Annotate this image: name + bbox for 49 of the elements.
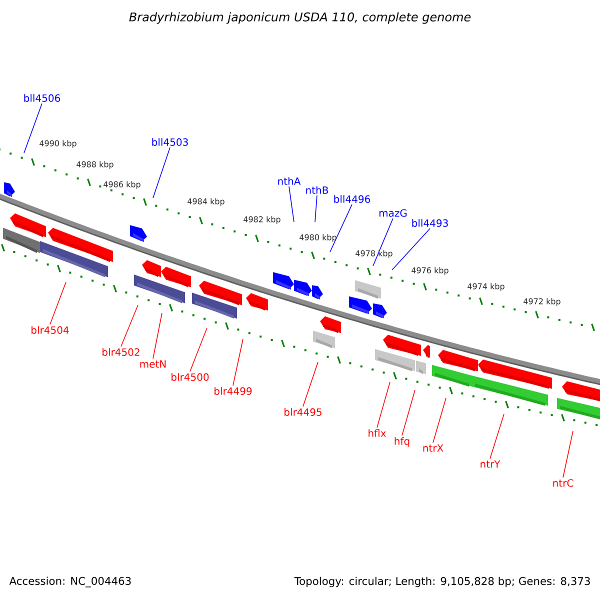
gene-label: mazG — [379, 209, 407, 217]
gene-label: hfq — [394, 437, 410, 447]
leader-line — [376, 382, 390, 428]
accession-text: Accession: NC_004463 — [9, 576, 131, 588]
gene-label: ntrC — [553, 479, 574, 487]
gene-label: blr4500 — [172, 373, 209, 381]
leader-line — [402, 390, 416, 436]
scale-label: 4978 kbp — [356, 250, 392, 258]
gene-label: blr4499 — [214, 387, 252, 395]
leader-line — [24, 103, 42, 154]
leader-line — [152, 147, 170, 198]
leader-line — [562, 430, 574, 478]
gene-label: nthA — [278, 177, 301, 185]
leader-line — [330, 204, 352, 252]
gene-label: blr4504 — [32, 326, 69, 334]
scale-label: 4972 kbp — [524, 298, 560, 306]
leader-line — [314, 195, 318, 222]
scale-label: 4986 kbp — [104, 181, 140, 189]
leader-line — [490, 414, 504, 460]
scale-label: 4976 kbp — [412, 267, 448, 275]
gene-label: blr4502 — [102, 348, 140, 356]
scale-label: 4990 kbp — [40, 140, 76, 148]
gene-label: ntrX — [423, 444, 444, 452]
gene-label: blr4495 — [284, 408, 322, 416]
scale-label: 4984 kbp — [188, 198, 224, 206]
leader-line — [120, 304, 138, 347]
gene-label: bll4496 — [334, 195, 370, 203]
leader-line — [302, 362, 318, 407]
leader-line — [232, 338, 244, 386]
gene-label: nthB — [306, 186, 328, 194]
scale-label: 4980 kbp — [300, 234, 336, 242]
leader-line — [152, 312, 162, 360]
leader-line — [50, 282, 66, 325]
leader-line — [288, 186, 294, 222]
gene-label: bll4506 — [24, 94, 60, 102]
leader-line — [392, 228, 430, 270]
scale-label: 4988 kbp — [76, 161, 114, 169]
gene-label: hflx — [368, 429, 386, 437]
gene-label: bll4493 — [412, 219, 448, 227]
leader-line — [372, 218, 394, 266]
gene-label: bll4503 — [152, 138, 188, 146]
gene-label: ntrY — [480, 460, 500, 468]
gene-label: metN — [140, 360, 166, 368]
scale-label: 4982 kbp — [244, 216, 280, 224]
genome-info-text: Topology: circular; Length: 9,105,828 bp; Genes: 8,373 — [294, 576, 590, 588]
leader-line — [190, 328, 208, 372]
leader-line — [432, 398, 446, 444]
scale-label: 4974 kbp — [468, 283, 504, 291]
title: Bradyrhizobium japonicum USDA 110, complete genome — [129, 12, 471, 24]
